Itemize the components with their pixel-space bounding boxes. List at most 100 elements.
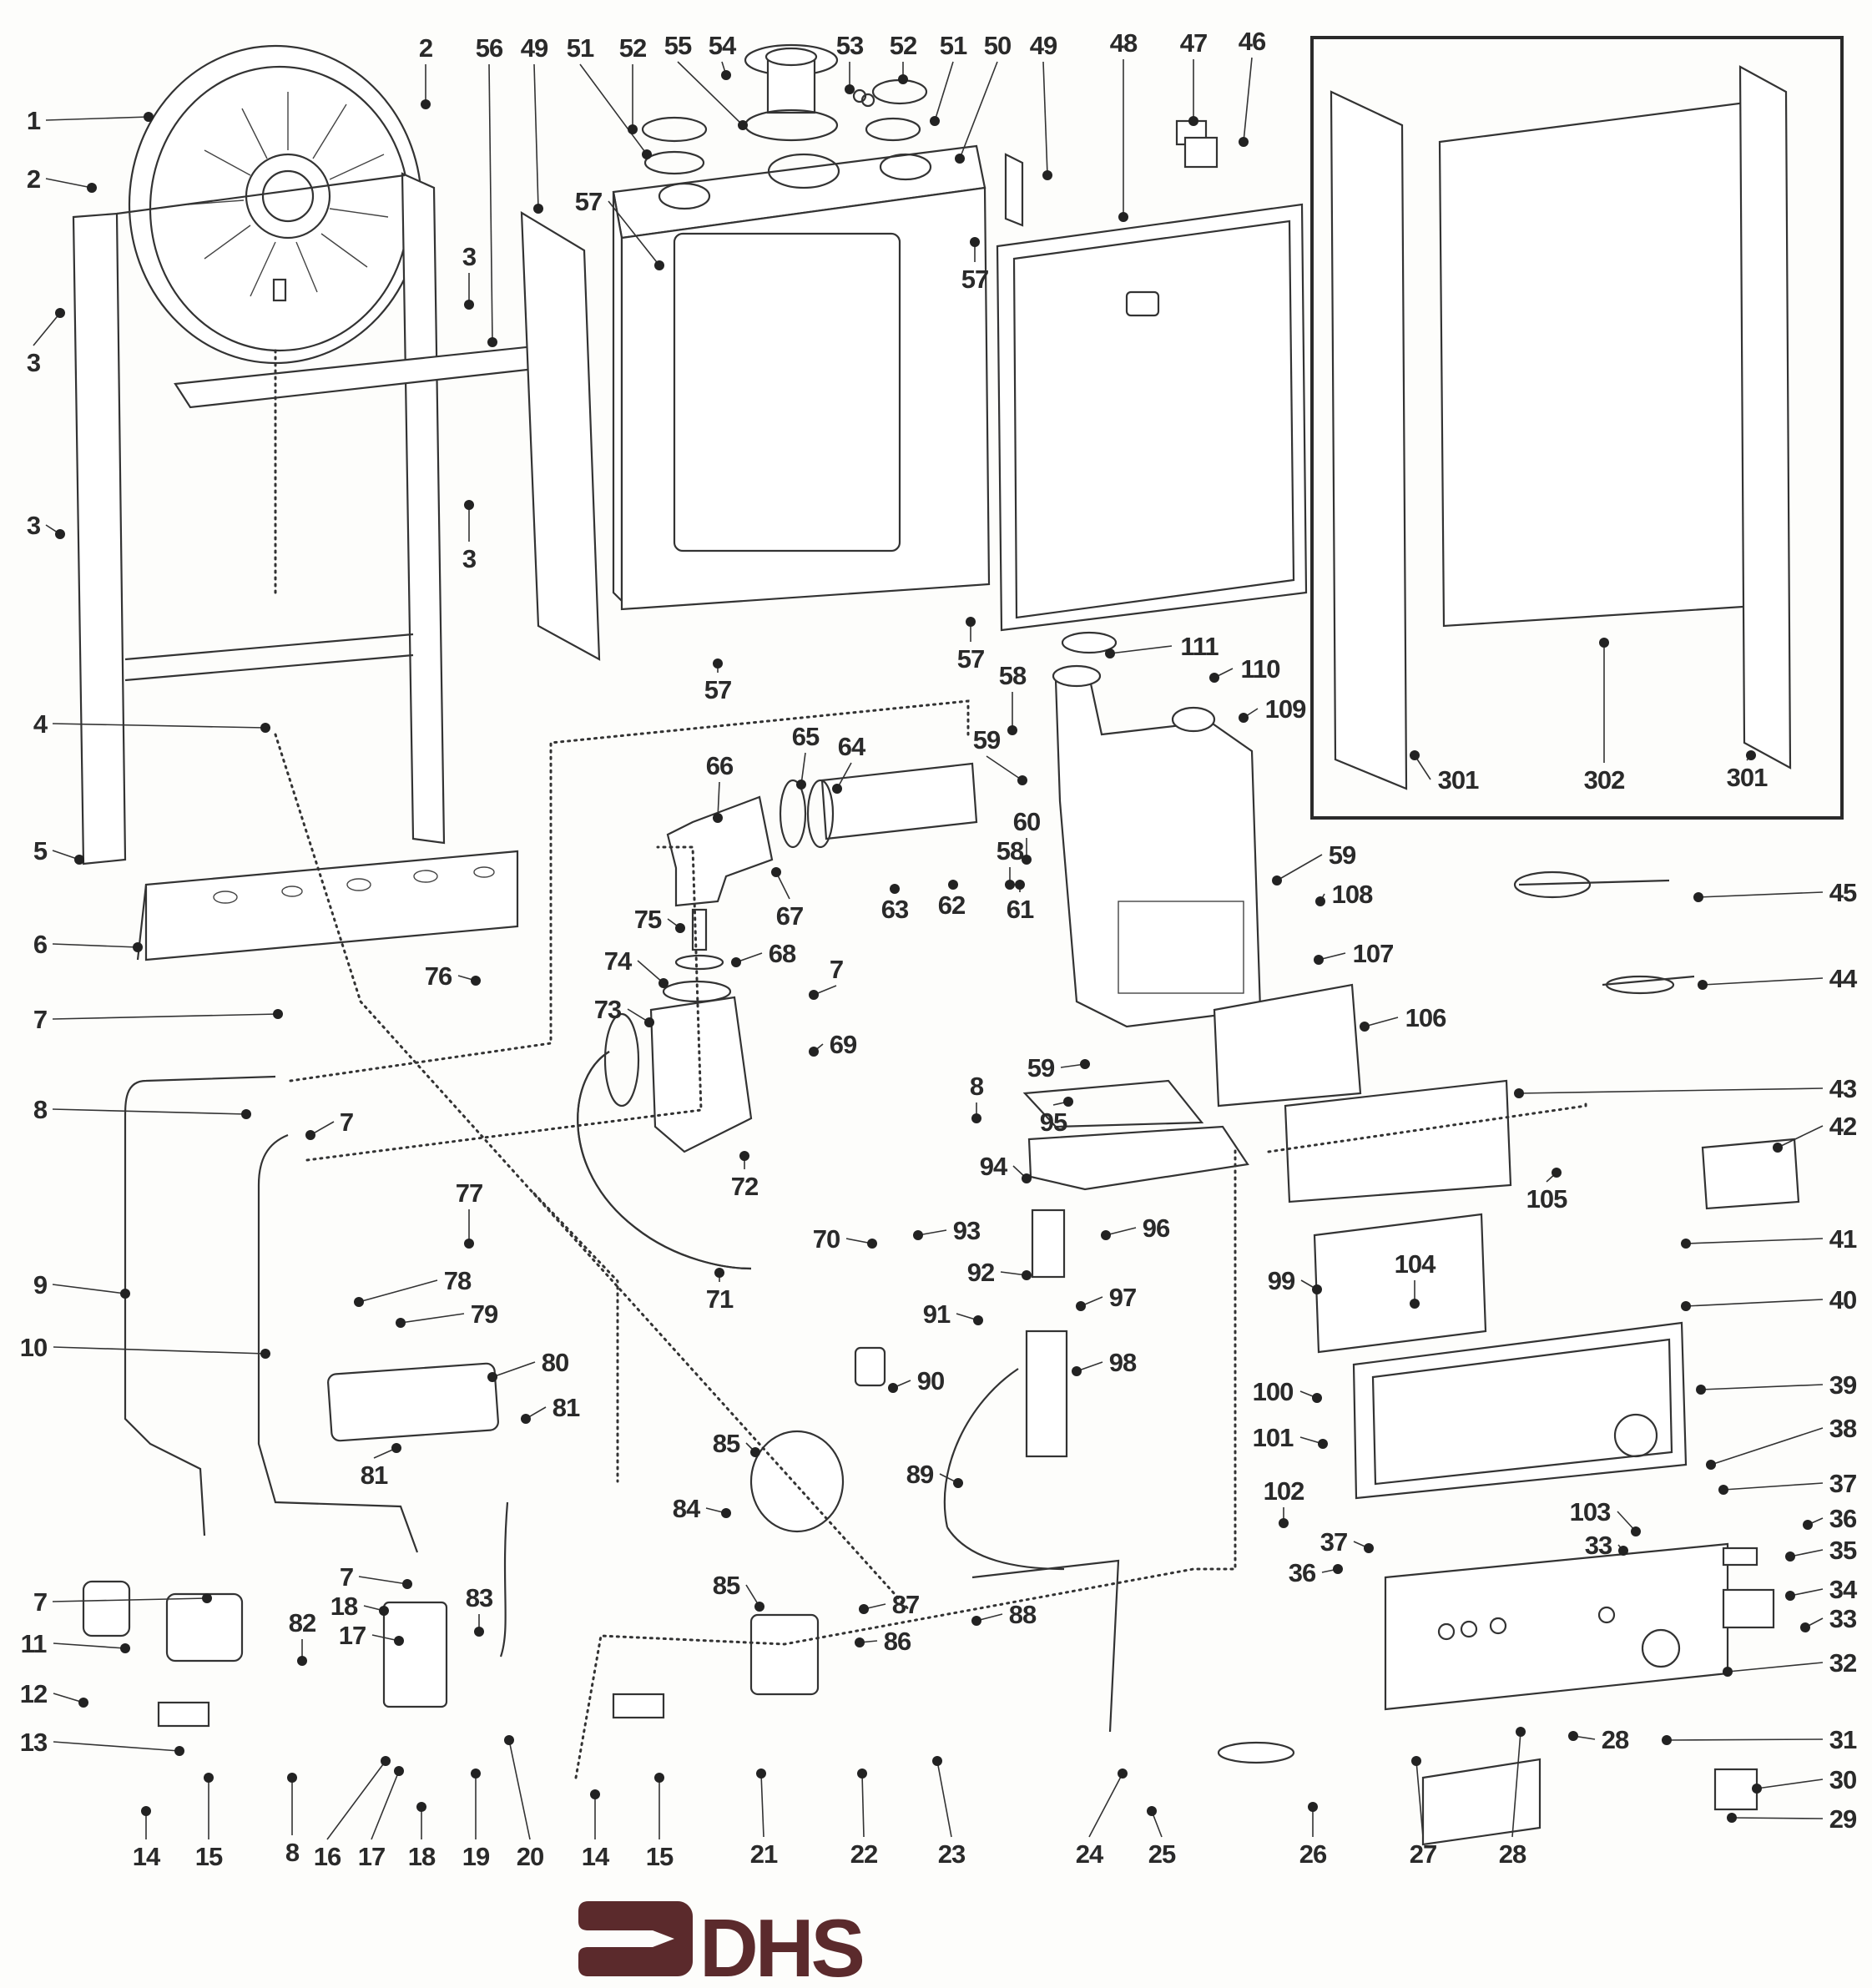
leader-dot bbox=[1803, 1520, 1813, 1530]
callout-part-44: 44 bbox=[1698, 964, 1859, 993]
leader-line bbox=[1109, 645, 1173, 654]
callout-part-15b: 15 bbox=[646, 1773, 674, 1871]
leader-dot bbox=[675, 923, 685, 933]
callout-part-62: 62 bbox=[938, 880, 966, 920]
callout-part-51b: 51 bbox=[930, 31, 968, 126]
part-number-label: 38 bbox=[1829, 1414, 1857, 1443]
leader-line bbox=[53, 1346, 266, 1355]
leader-dot bbox=[1015, 880, 1025, 890]
callout-part-1: 1 bbox=[27, 106, 154, 135]
part-number-label: 82 bbox=[289, 1608, 315, 1637]
dhs-logo-text: DHS bbox=[699, 1902, 863, 1988]
leader-dot bbox=[971, 1616, 981, 1626]
leader-line bbox=[488, 63, 493, 343]
part-number-label: 66 bbox=[706, 751, 734, 780]
part-number-label: 57 bbox=[704, 675, 731, 704]
part-number-label: 58 bbox=[999, 661, 1027, 690]
leader-dot bbox=[1022, 855, 1032, 865]
callout-part-36a: 36 bbox=[1289, 1558, 1343, 1587]
part-number-label: 24 bbox=[1076, 1839, 1104, 1869]
leader-line bbox=[1666, 1738, 1824, 1741]
leader-dot bbox=[379, 1606, 389, 1616]
part-number-label: 59 bbox=[1329, 840, 1356, 870]
callout-part-52b: 52 bbox=[890, 31, 917, 84]
part-number-label: 75 bbox=[634, 905, 662, 934]
leader-dot bbox=[1072, 1366, 1082, 1376]
leader-dot bbox=[260, 1349, 270, 1359]
part-number-label: 71 bbox=[706, 1284, 734, 1314]
callout-part-89: 89 bbox=[906, 1460, 963, 1489]
callout-part-301b: 301 bbox=[1727, 750, 1769, 792]
part-number-label: 105 bbox=[1526, 1184, 1567, 1213]
leader-dot bbox=[260, 723, 270, 733]
callout-part-41: 41 bbox=[1681, 1224, 1858, 1254]
callout-part-102: 102 bbox=[1264, 1476, 1304, 1528]
part-number-label: 2 bbox=[27, 164, 40, 194]
leader-dot bbox=[948, 880, 958, 890]
part-number-label: 25 bbox=[1148, 1839, 1176, 1869]
part-number-label: 35 bbox=[1829, 1536, 1857, 1565]
part-number-label: 62 bbox=[938, 891, 965, 920]
callout-part-42: 42 bbox=[1773, 1112, 1857, 1153]
leader-line bbox=[52, 1108, 247, 1115]
callout-part-108: 108 bbox=[1315, 880, 1374, 909]
leader-dot bbox=[955, 154, 965, 164]
combustion-cover bbox=[1213, 983, 1362, 1108]
part-number-label: 4 bbox=[33, 709, 48, 739]
part-number-label: 72 bbox=[731, 1172, 758, 1201]
callout-part-36b: 36 bbox=[1803, 1504, 1858, 1533]
part-number-label: 32 bbox=[1829, 1648, 1856, 1678]
part-number-label: 15 bbox=[646, 1842, 674, 1871]
part-number-label: 16 bbox=[314, 1842, 341, 1871]
callout-part-107: 107 bbox=[1314, 939, 1394, 968]
callout-part-92: 92 bbox=[967, 1258, 1032, 1287]
part-number-label: 89 bbox=[906, 1460, 934, 1489]
leader-dot bbox=[1364, 1543, 1374, 1553]
callout-part-20: 20 bbox=[504, 1735, 544, 1871]
leader-dot bbox=[756, 1769, 766, 1779]
callout-part-58b: 58 bbox=[997, 836, 1025, 890]
leader-line bbox=[677, 61, 744, 126]
leader-dot bbox=[1118, 212, 1128, 222]
leader-dot bbox=[204, 1773, 214, 1783]
callout-part-29: 29 bbox=[1727, 1804, 1858, 1834]
callout-part-57a: 57 bbox=[575, 187, 664, 270]
callout-part-96: 96 bbox=[1101, 1213, 1171, 1243]
part-number-label: 57 bbox=[575, 187, 602, 216]
part-number-label: 92 bbox=[967, 1258, 994, 1287]
leader-dot bbox=[1314, 955, 1324, 965]
callout-part-59a: 59 bbox=[973, 725, 1027, 785]
leader-line bbox=[1702, 977, 1824, 986]
part-number-label: 57 bbox=[961, 265, 988, 294]
leader-dot bbox=[1599, 638, 1609, 648]
part-number-label: 86 bbox=[884, 1627, 911, 1656]
callout-part-81b: 81 bbox=[521, 1393, 581, 1424]
leader-dot bbox=[796, 780, 806, 790]
leader-dot bbox=[1239, 713, 1249, 723]
callout-part-301a: 301 bbox=[1410, 750, 1480, 795]
callout-part-85a: 85 bbox=[713, 1429, 760, 1458]
leader-dot bbox=[809, 1047, 819, 1057]
part-number-label: 50 bbox=[984, 31, 1011, 60]
callout-part-101: 101 bbox=[1253, 1423, 1328, 1452]
callout-part-18a: 18 bbox=[331, 1592, 389, 1621]
flue-adaptor bbox=[641, 43, 928, 175]
leader-dot bbox=[1785, 1552, 1795, 1562]
leader-dot bbox=[1662, 1735, 1672, 1745]
callout-part-39: 39 bbox=[1696, 1370, 1858, 1400]
leader-dot bbox=[471, 1769, 481, 1779]
leader-line bbox=[1364, 1017, 1399, 1027]
leader-dot bbox=[394, 1636, 404, 1646]
part-number-label: 26 bbox=[1299, 1839, 1327, 1869]
leader-line bbox=[508, 1739, 531, 1840]
callout-part-14b: 14 bbox=[582, 1789, 611, 1871]
leader-dot bbox=[1007, 725, 1017, 735]
fan-assembly bbox=[577, 908, 753, 1270]
leader-line bbox=[52, 1597, 208, 1602]
wiring-looms bbox=[1513, 870, 1695, 995]
part-number-label: 58 bbox=[997, 836, 1024, 865]
leader-line bbox=[1777, 1125, 1824, 1148]
leader-dot bbox=[1101, 1230, 1111, 1240]
